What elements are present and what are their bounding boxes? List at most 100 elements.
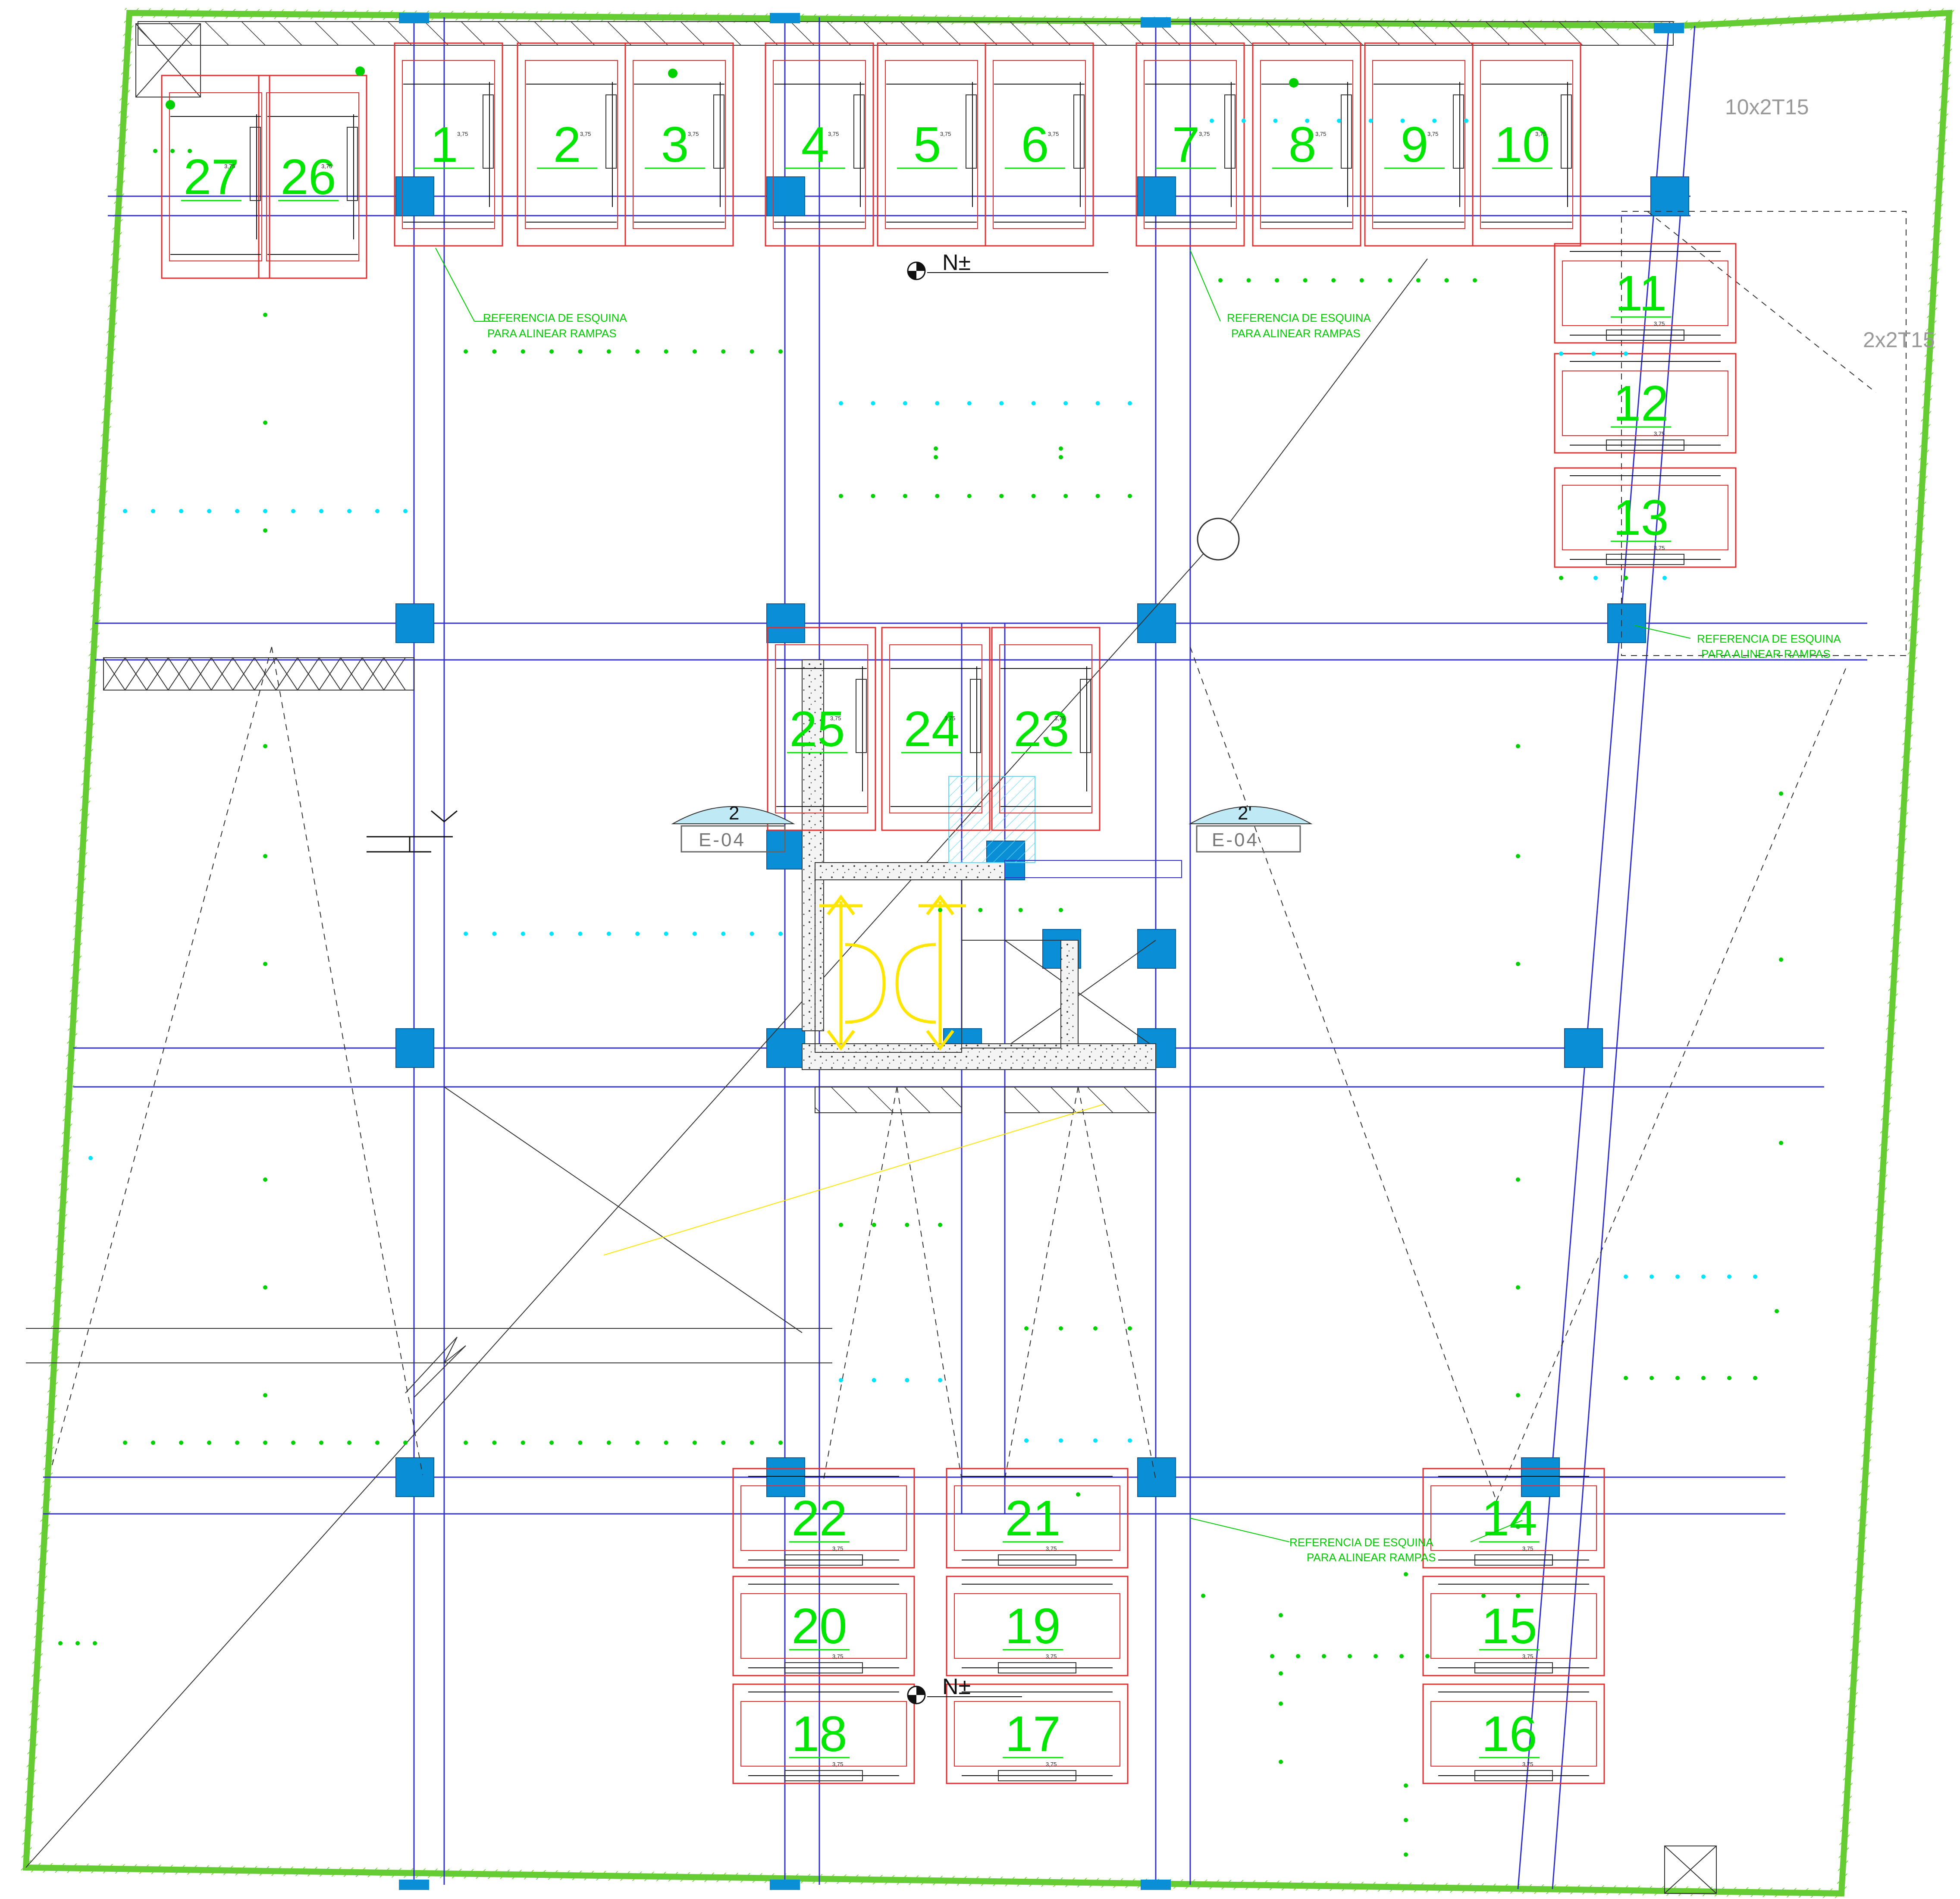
stall-7[interactable]: 73,75	[1135, 42, 1245, 247]
platform-outline	[525, 60, 618, 229]
yellow-leader	[603, 1104, 1104, 1256]
sprinkler-dot	[721, 349, 726, 354]
sprinkler-dot	[170, 149, 175, 153]
stall-27[interactable]: 273,75	[161, 75, 270, 279]
sprinkler-dot	[1779, 1141, 1783, 1145]
stair-arrows	[819, 895, 966, 1051]
sprinkler-dot	[1416, 278, 1421, 282]
stall-outline	[1422, 1468, 1605, 1569]
stall-outline	[258, 75, 367, 279]
sprinkler-dot	[263, 528, 267, 533]
stall-14[interactable]: 143,75	[1422, 1468, 1605, 1569]
sprinkler-dot	[1701, 1274, 1706, 1279]
sprinkler-dot	[1675, 1274, 1680, 1279]
sprinkler-dot	[1128, 494, 1132, 498]
stall-24[interactable]: 243,75	[881, 627, 991, 831]
sprinkler-dot	[967, 401, 972, 405]
sprinkler-dot	[905, 1223, 909, 1227]
stall-26[interactable]: 263,75	[258, 75, 367, 279]
stall-13[interactable]: 133,75	[1554, 467, 1737, 568]
sprinkler-dot	[521, 932, 525, 936]
column-8	[1607, 603, 1646, 643]
stall-1[interactable]: 13,75	[394, 42, 503, 247]
stall-8[interactable]: 83,75	[1252, 42, 1361, 247]
platform-dimension: 3,75	[1054, 715, 1065, 722]
stall-12[interactable]: 123,75	[1554, 353, 1737, 454]
sprinkler-dot	[1404, 1572, 1408, 1576]
sprinkler-dot	[999, 494, 1004, 498]
sprinkler-dot	[1727, 1376, 1731, 1380]
platform-outline	[266, 92, 359, 261]
stall-17[interactable]: 173,75	[946, 1683, 1129, 1784]
stall-number: 19	[1005, 1598, 1060, 1654]
sprinkler-dot	[1279, 1701, 1283, 1706]
stall-outline	[1554, 243, 1737, 344]
sprinkler-dot	[1246, 278, 1251, 282]
stall-outline	[946, 1683, 1129, 1784]
stall-2[interactable]: 23,75	[517, 42, 626, 247]
sprinkler-dot	[692, 1441, 697, 1445]
platform-outline	[1430, 1701, 1597, 1767]
lift-mechanism	[1561, 94, 1572, 169]
sprinkler-dot	[1473, 278, 1477, 282]
column-5	[766, 603, 805, 643]
stall-number: 14	[1481, 1490, 1537, 1546]
platform-dimension: 3,75	[457, 131, 468, 137]
sprinkler-dot	[1031, 494, 1036, 498]
platform-outline	[999, 644, 1092, 813]
lift-mechanism	[970, 679, 981, 753]
stall-18[interactable]: 183,75	[732, 1683, 915, 1784]
platform-outline	[889, 644, 982, 813]
sprinkler-dot	[464, 932, 468, 936]
svg-text:REFERENCIA DE ESQUINA: REFERENCIA DE ESQUINA	[1227, 311, 1371, 324]
stall-16[interactable]: 163,75	[1422, 1683, 1605, 1784]
stall-22[interactable]: 223,75	[732, 1468, 915, 1569]
stall-outline	[1554, 467, 1737, 568]
platform-outline	[1480, 60, 1573, 229]
platform-outline	[954, 1485, 1120, 1551]
stall-5[interactable]: 53,75	[877, 42, 986, 247]
svg-text:PARA ALINEAR RAMPAS: PARA ALINEAR RAMPAS	[487, 327, 617, 340]
lift-mechanism	[483, 94, 494, 169]
platform-dimension: 3,75	[1522, 1761, 1533, 1767]
sprinkler-dot	[1279, 1760, 1283, 1764]
stall-number: 25	[789, 701, 845, 757]
sprinkler-dot	[263, 1177, 267, 1182]
lift-mechanism	[998, 1770, 1076, 1781]
svg-text:N±: N±	[942, 1674, 971, 1699]
reference-note-4: REFERENCIA DE ESQUINA PARA ALINEAR RAMPA…	[1190, 1518, 1523, 1564]
stall-6[interactable]: 63,75	[985, 42, 1094, 247]
stall-15[interactable]: 153,75	[1422, 1576, 1605, 1676]
sprinkler-dot	[578, 349, 583, 354]
stall-number: 15	[1481, 1598, 1537, 1654]
sprinkler-dot	[635, 932, 640, 936]
sprinkler-dot	[1095, 494, 1100, 498]
stall-11[interactable]: 113,75	[1554, 243, 1737, 344]
stall-4[interactable]: 43,75	[765, 42, 874, 247]
sprinkler-dot	[235, 509, 239, 513]
stall-number: 8	[1289, 116, 1317, 173]
sprinkler-dot	[778, 349, 783, 354]
stall-10[interactable]: 103,75	[1472, 42, 1581, 247]
sprinkler-dot	[521, 349, 525, 354]
sprinkler-dot	[1650, 1376, 1654, 1380]
reference-circle	[1197, 518, 1240, 561]
break-line	[405, 1337, 466, 1398]
stall-20[interactable]: 203,75	[732, 1576, 915, 1676]
lift-mechanism	[1224, 94, 1236, 169]
stall-3[interactable]: 33,75	[624, 42, 734, 247]
stall-23[interactable]: 233,75	[991, 627, 1101, 831]
sprinkler-dot	[1018, 908, 1023, 912]
platform-outline	[633, 60, 726, 229]
svg-text:REFERENCIA DE ESQUINA: REFERENCIA DE ESQUINA	[483, 311, 627, 324]
sprinkler-dot	[1059, 1326, 1063, 1331]
stall-19[interactable]: 193,75	[946, 1576, 1129, 1676]
sprinkler-dot	[1024, 1326, 1029, 1331]
stall-25[interactable]: 253,75	[767, 627, 876, 831]
stall-number: 10	[1494, 116, 1550, 173]
sprinkler-dot	[549, 349, 554, 354]
sprinkler-dot	[1444, 278, 1449, 282]
stall-21[interactable]: 213,75	[946, 1468, 1129, 1569]
sprinkler-dot	[1279, 1613, 1283, 1617]
edge-column-2	[770, 13, 800, 23]
